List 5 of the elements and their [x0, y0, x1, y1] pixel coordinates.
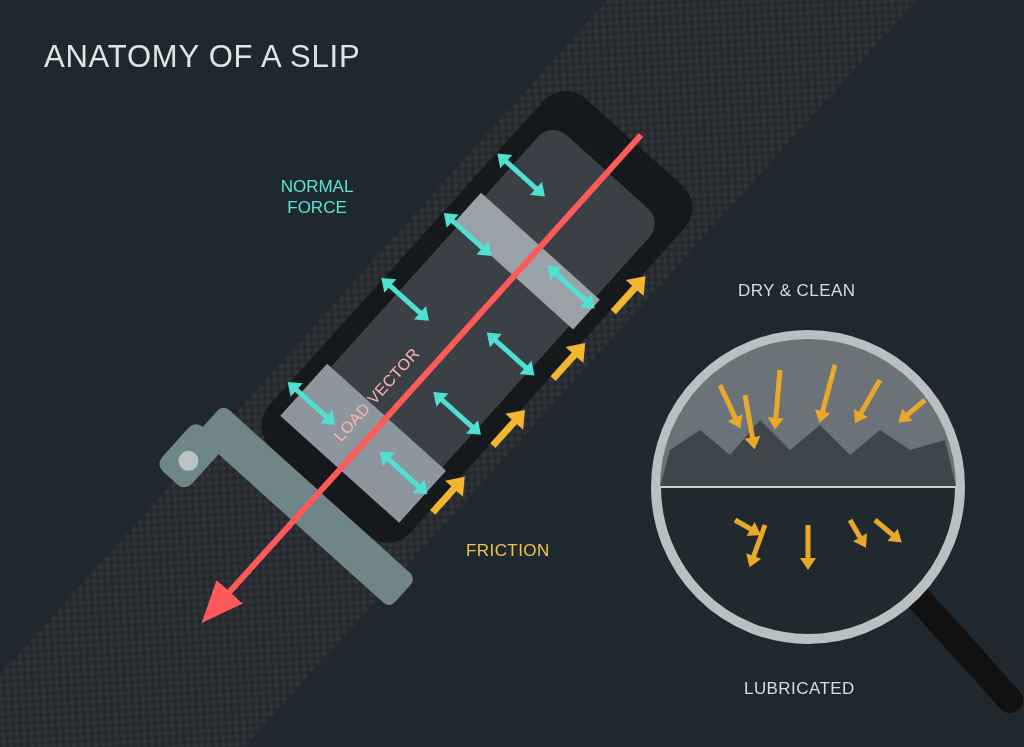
- condition-label: DRY & CLEAN: [738, 280, 856, 302]
- condition-label: LUBRICATED: [744, 678, 855, 700]
- force-label: FRICTION: [466, 540, 550, 562]
- force-label: NORMAL FORCE: [279, 176, 355, 219]
- title: ANATOMY OF A SLIP: [44, 38, 361, 76]
